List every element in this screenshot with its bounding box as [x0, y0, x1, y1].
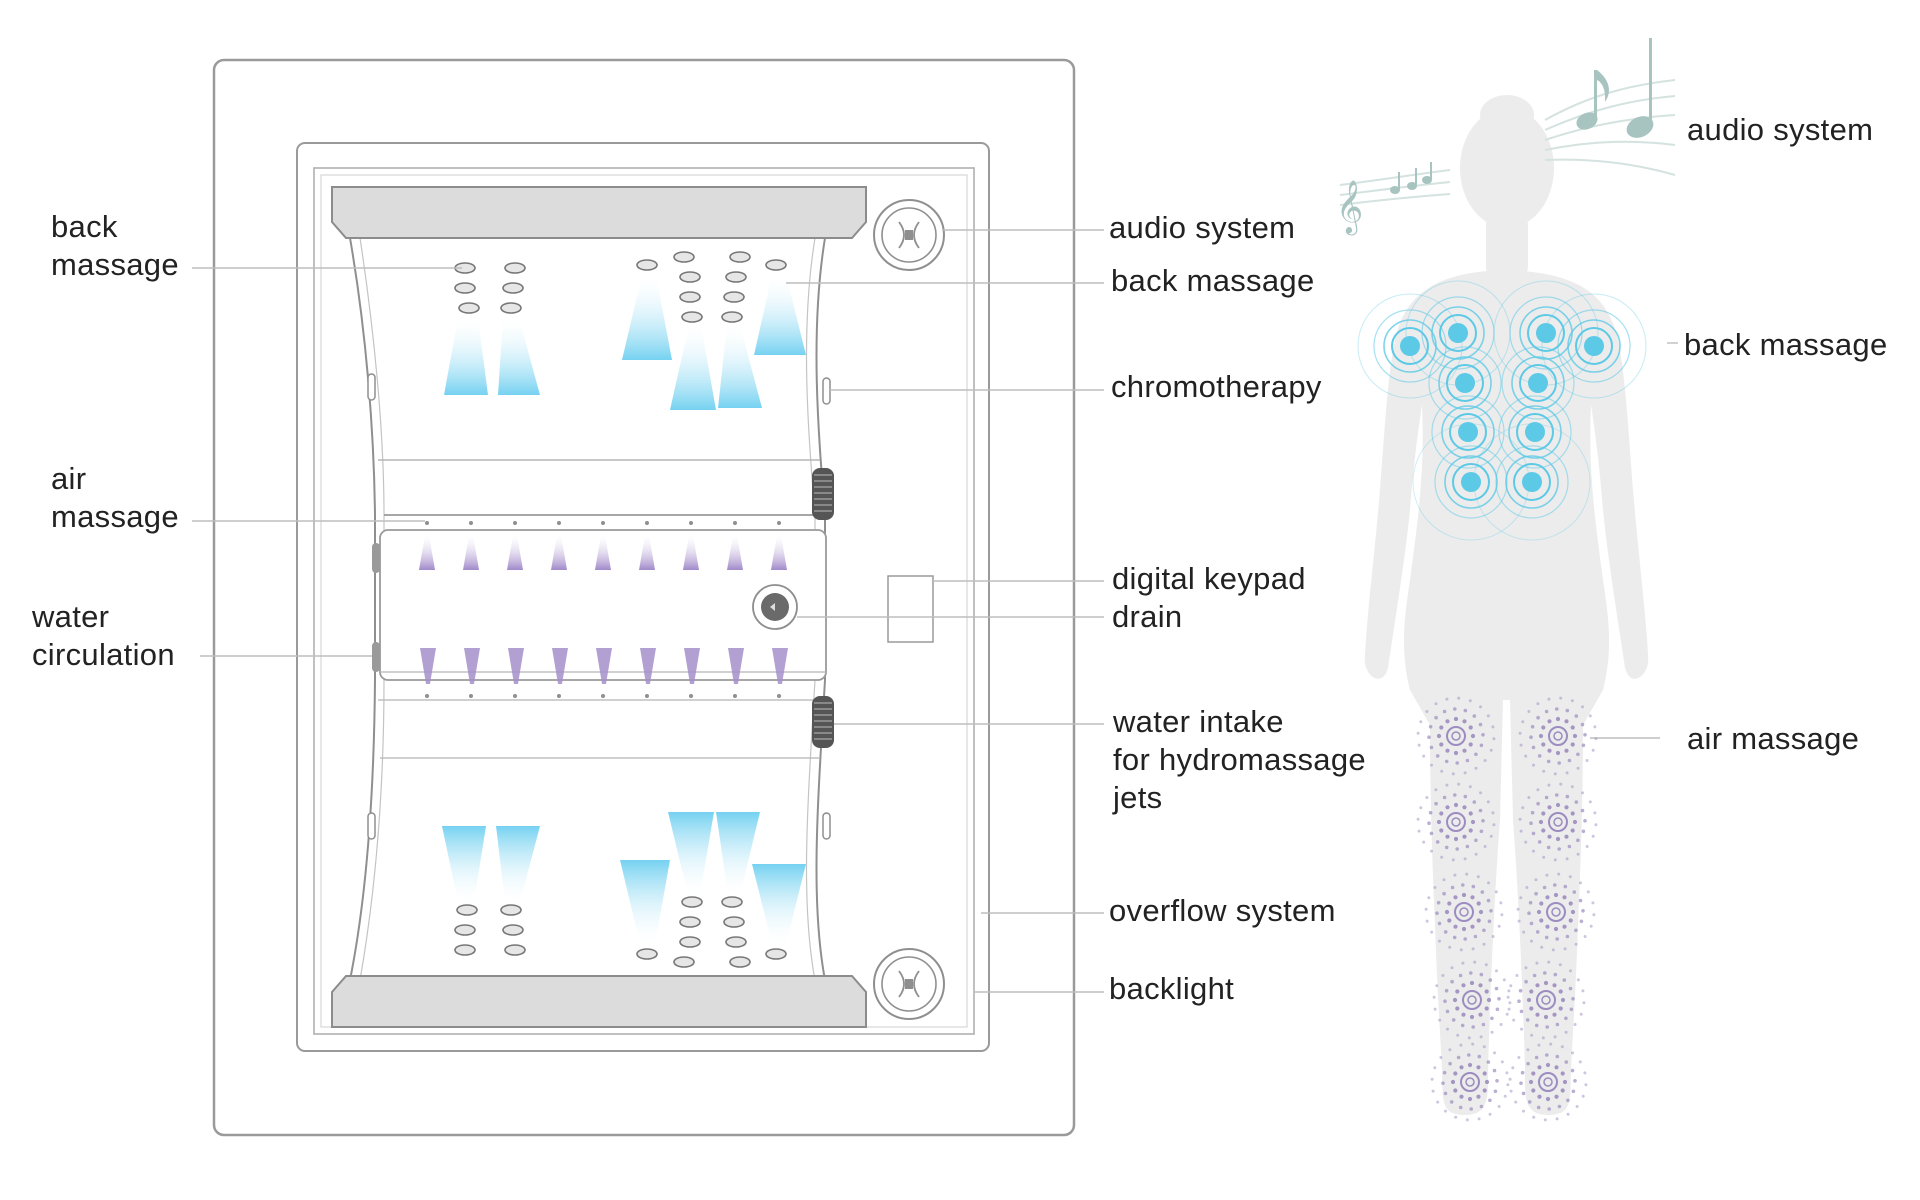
label-left-water-circulation: water circulation [32, 599, 175, 672]
speaker-icon [873, 948, 945, 1020]
label-drain: drain [1112, 599, 1183, 634]
air-jet-row [419, 521, 788, 698]
body-silhouette [1364, 95, 1649, 1115]
water-jet-spray [442, 812, 806, 944]
bathtub [212, 58, 1076, 1137]
digital-keypad [887, 575, 934, 643]
label-left-air-massage: air massage [51, 461, 179, 534]
music-note-icon: 𝄞 [1336, 38, 1676, 235]
label-audio-system: audio system [1109, 210, 1296, 245]
leader-lines [192, 229, 1678, 993]
label-chromotherapy: chromotherapy [1111, 369, 1322, 404]
label-backlight: backlight [1109, 971, 1235, 1006]
label-left-back-massage: back massage [51, 209, 179, 282]
headrest-top [331, 186, 867, 239]
water-intake-grille [812, 468, 834, 520]
headrest-bottom [331, 975, 867, 1028]
air-massage-bursts [1416, 696, 1598, 1122]
label-water-intake: water intake for hydromassage jets [1113, 704, 1366, 815]
back-massage-rings [1357, 280, 1647, 541]
treble-clef-icon: 𝄞 [1336, 179, 1363, 235]
label-body-back-massage: back massage [1684, 327, 1888, 362]
label-back-massage: back massage [1111, 263, 1315, 298]
tub-inner-rim [313, 167, 975, 1035]
drain-icon [752, 584, 798, 630]
label-digital-keypad: digital keypad [1112, 561, 1306, 596]
jet-nozzle-icon [454, 251, 787, 323]
jet-nozzle-icon [454, 896, 787, 968]
label-body-air-massage: air massage [1687, 721, 1860, 756]
speaker-icon [873, 199, 945, 271]
water-jet-spray [444, 275, 806, 410]
water-intake-grille [812, 696, 834, 748]
label-body-audio-system: audio system [1687, 112, 1874, 147]
label-overflow-system: overflow system [1109, 893, 1336, 928]
